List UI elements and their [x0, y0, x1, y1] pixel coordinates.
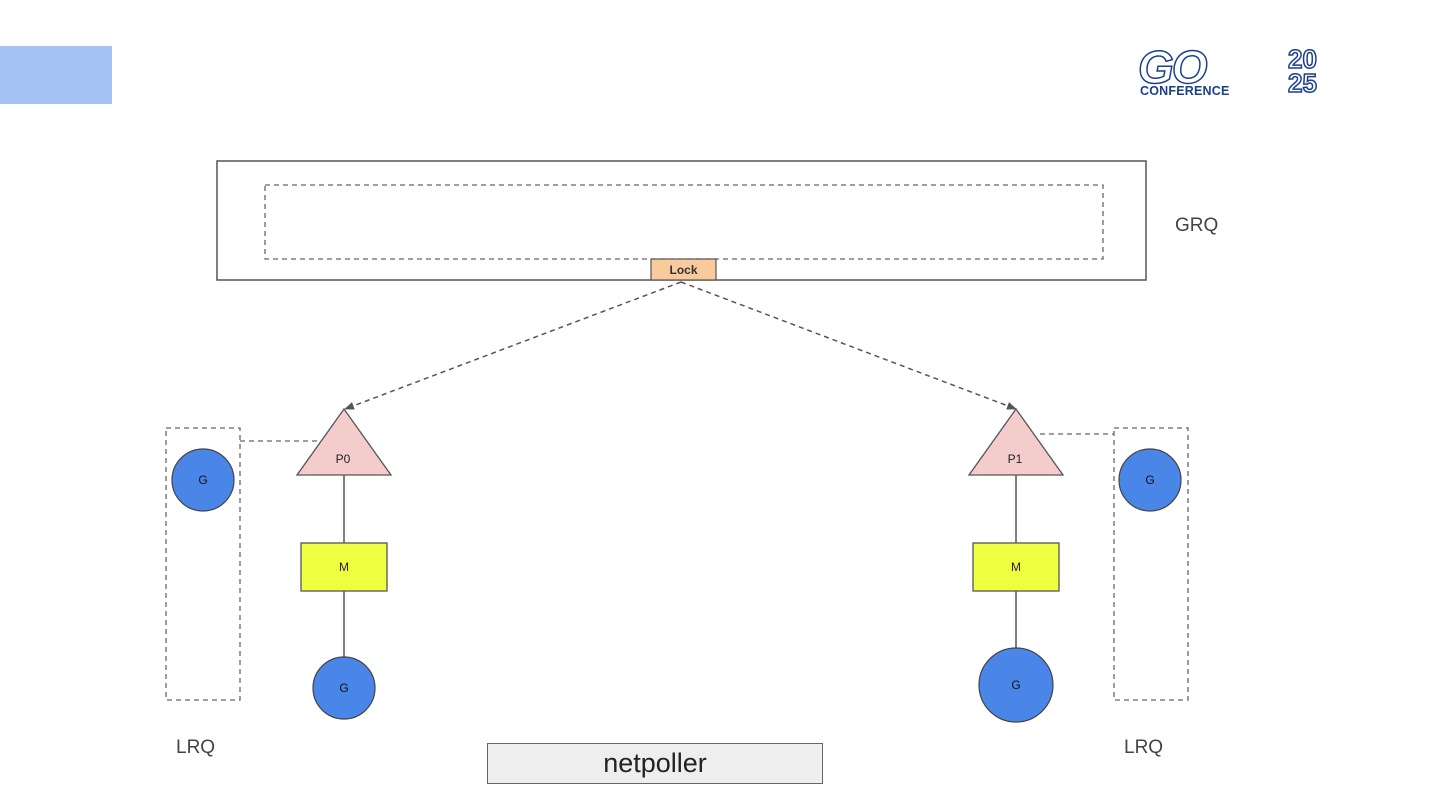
right-running-goroutine-label: G [1011, 678, 1020, 692]
left-queued-goroutine [171, 448, 235, 512]
lock-label: Lock [669, 263, 697, 277]
go-conference-logo: GO 20 25 CONFERENCE [1137, 41, 1362, 100]
lock-to-p0-arrow [344, 281, 682, 410]
right-queued-goroutine [1118, 448, 1182, 512]
right-lrq-label: LRQ [1124, 737, 1164, 758]
logo-year-bottom: 25 [1287, 68, 1317, 98]
logo-word: GO [1137, 41, 1208, 93]
grq-label: GRQ [1175, 215, 1219, 236]
p0-label: P0 [336, 452, 351, 466]
netpoller-box: netpoller [487, 743, 823, 784]
lock-to-p1-arrow [680, 281, 1017, 410]
grq-inner-queue [264, 184, 1104, 260]
left-running-goroutine [312, 656, 376, 720]
right-machine-label: M [1011, 560, 1021, 574]
left-running-goroutine-label: G [339, 681, 348, 695]
left-lrq-label: LRQ [176, 737, 216, 758]
left-lrq-box [165, 427, 241, 701]
logo-year-top: 20 [1287, 44, 1317, 74]
lock-box [650, 258, 717, 281]
p1-label: P1 [1008, 452, 1023, 466]
logo-subtitle: CONFERENCE [1140, 84, 1230, 98]
right-lrq-box [1113, 427, 1189, 701]
right-queued-goroutine-label: G [1145, 473, 1154, 487]
left-machine-box [300, 542, 388, 592]
left-queued-goroutine-label: G [198, 473, 207, 487]
left-machine-label: M [339, 560, 349, 574]
right-running-goroutine [978, 647, 1054, 723]
accent-bar [0, 46, 112, 104]
